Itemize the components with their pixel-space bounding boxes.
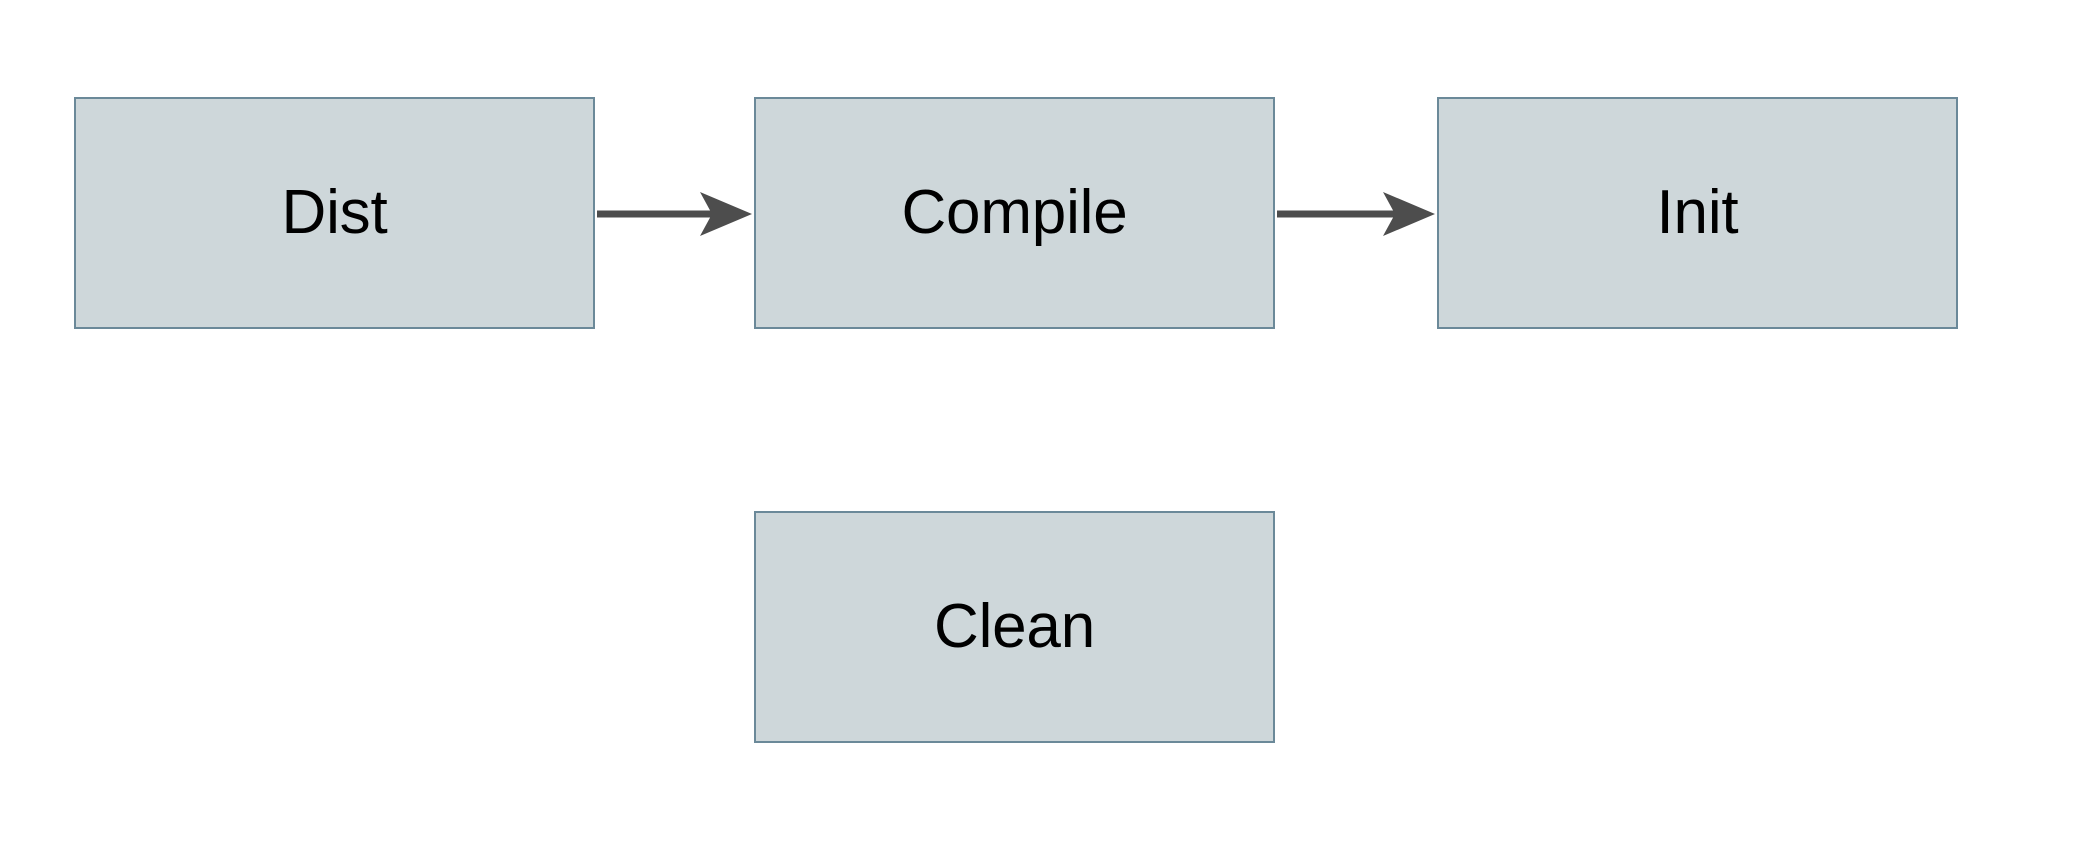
node-init[interactable]: Init: [1437, 97, 1958, 329]
edge-compile-to-init-arrowhead[interactable]: [1383, 192, 1435, 236]
node-compile-label: Compile: [901, 178, 1128, 247]
node-init-label: Init: [1656, 178, 1739, 247]
edge-dist-to-compile-arrowhead[interactable]: [700, 192, 752, 236]
node-compile[interactable]: Compile: [754, 97, 1275, 329]
edge-compile-to-init[interactable]: [1277, 192, 1435, 236]
node-dist-label: Dist: [281, 178, 388, 247]
node-dist[interactable]: Dist: [74, 97, 595, 329]
node-clean[interactable]: Clean: [754, 511, 1275, 743]
edge-dist-to-compile[interactable]: [597, 192, 752, 236]
node-clean-label: Clean: [934, 592, 1095, 661]
